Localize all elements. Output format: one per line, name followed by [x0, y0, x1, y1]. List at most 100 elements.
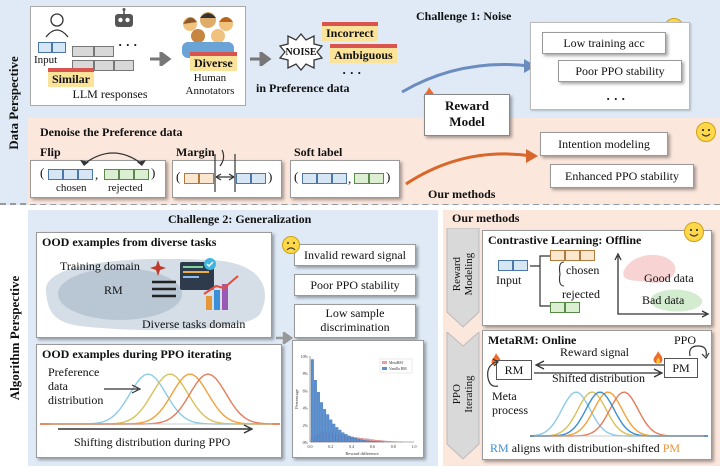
input-label: Input [34, 54, 58, 66]
meta-curve [530, 391, 708, 437]
chosen-label: chosen [566, 263, 600, 277]
margin-arrow-icon [214, 149, 236, 192]
pref-distribution-label: Preference data distribution [48, 365, 104, 407]
our-methods-label-1: Our methods [428, 187, 496, 201]
happy-face-icon [684, 222, 704, 242]
histogram-bar-vanilla [320, 402, 324, 443]
curved-arrow-icon [401, 59, 536, 94]
ood-tasks-title: OOD examples from diverse tasks [42, 235, 217, 249]
robot-icon [115, 8, 133, 27]
x-tick-label: 0.8 [391, 444, 396, 449]
histogram-bar-vanilla [326, 414, 330, 443]
histogram-bar-metarm [384, 440, 388, 443]
arrow-right-icon [104, 384, 142, 394]
problem-low-training-acc: Low training acc [542, 32, 666, 54]
chosen-token [199, 173, 214, 184]
our-methods-label-2: Our methods [452, 211, 520, 225]
margin-label: Margin [176, 145, 215, 159]
flip-label: Flip [40, 145, 61, 159]
chosen-token [565, 250, 580, 261]
long-arrow-icon [58, 424, 254, 434]
y-tick-label: 6% [303, 388, 309, 393]
y-tick-label: 0% [303, 440, 309, 445]
loop-arrow-icon [689, 345, 710, 359]
chosen-token [184, 173, 199, 184]
shifting-label: Shifting distribution during PPO [74, 435, 231, 449]
rejected-token [369, 173, 384, 184]
chosen-token [580, 250, 595, 261]
chosen-token [63, 169, 78, 180]
shifted-distribution-label: Shifted distribution [552, 371, 645, 385]
rejected-token [251, 173, 266, 184]
y-tick-label: 2% [303, 423, 309, 428]
input-token [38, 42, 52, 53]
paren: ( [176, 169, 181, 184]
reward-modeling-chevron [446, 228, 480, 328]
chosen-label: chosen [56, 182, 87, 194]
denoise-title: Denoise the Preference data [40, 125, 183, 139]
histogram-bar-vanilla [317, 392, 320, 443]
arrow-right-icon [250, 52, 272, 66]
ood-ppo-box [36, 344, 282, 458]
chosen-token [78, 169, 93, 180]
comma: , [348, 171, 352, 186]
paren: ( [294, 169, 299, 184]
ood-ppo-title: OOD examples during PPO iterating [42, 347, 232, 361]
reward-modeling-label: Reward Modeling [450, 252, 475, 296]
in-preference-label: in Preference data [256, 81, 350, 95]
ppo-iterating-label: PPO Iterating [450, 375, 475, 413]
histogram-bar-vanilla [362, 440, 366, 443]
input-token [52, 42, 66, 53]
response-token [94, 46, 114, 57]
problem-low-discrimination: Low sample discrimination [294, 304, 416, 338]
pm-node: PM [664, 358, 698, 378]
x-axis-label: Reward difference [345, 451, 378, 456]
rejected-token [236, 173, 251, 184]
sad-face-features [286, 242, 296, 251]
histogram-bar-vanilla [341, 432, 345, 443]
annotators-label: Human Annotators [185, 72, 235, 97]
chosen-token [332, 173, 347, 184]
soft-label-label: Soft label [294, 145, 343, 159]
domain-blob [45, 258, 265, 331]
histogram-bar-vanilla [323, 409, 327, 443]
user-icon [45, 13, 69, 38]
diverse-tag: Diverse [190, 52, 237, 72]
reward-signal-label: Reward signal [560, 345, 629, 359]
llm-responses-label: LLM responses [72, 87, 148, 101]
histogram-bar-vanilla [338, 429, 342, 443]
embedding-plot [614, 252, 710, 318]
histogram-bar-vanilla [313, 379, 317, 443]
chosen-token [48, 169, 63, 180]
histogram-bar-vanilla [310, 359, 314, 443]
problem-invalid-reward: Invalid reward signal [294, 244, 416, 266]
rejected-token [550, 302, 565, 313]
histogram-bar-metarm [390, 441, 394, 443]
ppo-iterating-chevron [446, 332, 480, 460]
curved-arrow-icon [405, 149, 538, 186]
good-data-label: Good data [644, 271, 694, 285]
ellipsis: · · · [342, 65, 362, 80]
x-tick-label: 0.0 [308, 444, 313, 449]
sad-face-icon [282, 236, 300, 254]
y-axis-label: Percentage [294, 389, 299, 409]
ppo-label: PPO [674, 333, 697, 347]
histogram-bar-vanilla [329, 419, 333, 443]
ambiguous-tag: Ambiguous [330, 44, 397, 64]
method-intention-modeling: Intention modeling [540, 132, 668, 156]
tasks-icon [150, 258, 239, 310]
histogram-bar-vanilla [369, 440, 372, 443]
method-enhanced-ppo: Enhanced PPO stability [550, 164, 694, 188]
chosen-token [302, 173, 317, 184]
paren: ) [151, 165, 156, 180]
input-token [513, 260, 528, 271]
noise-badge-icon [278, 32, 324, 72]
rejected-token [119, 169, 134, 180]
happy-face-features [689, 228, 699, 237]
response-token [94, 60, 114, 71]
rejected-token [134, 169, 149, 180]
paren: ( [40, 165, 45, 180]
noise-label: NOISE [285, 47, 317, 58]
annotators-icon [182, 12, 234, 58]
challenge2-title: Challenge 2: Generalization [168, 212, 312, 226]
